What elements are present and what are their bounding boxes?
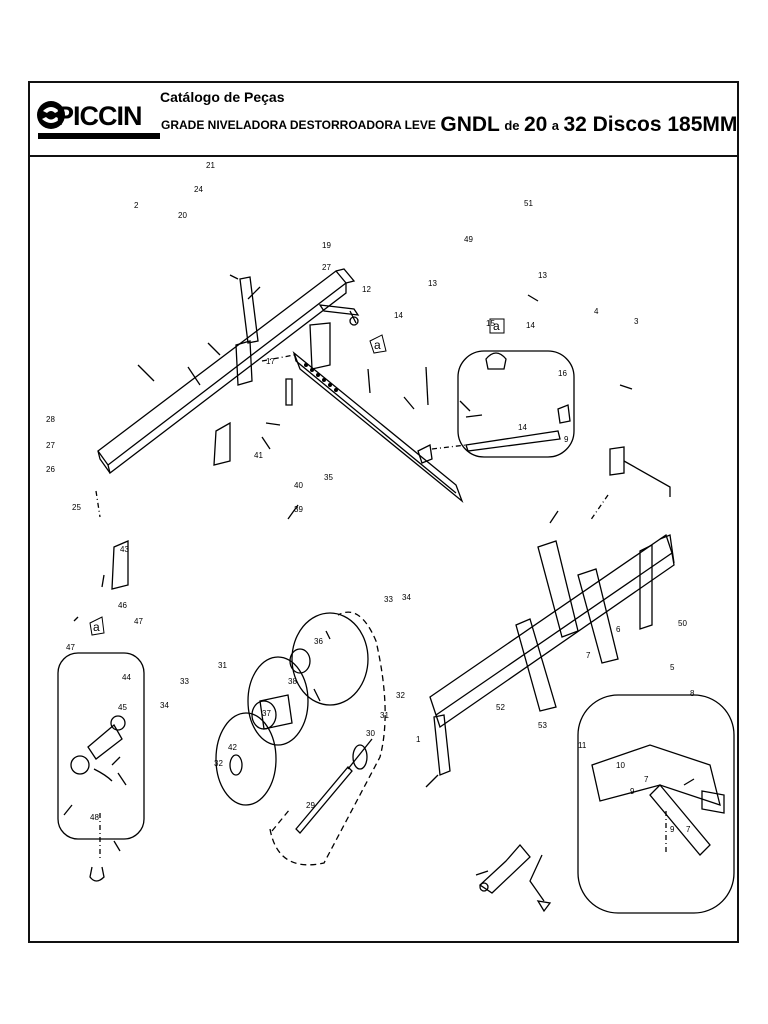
part-label-14: 14: [518, 423, 527, 432]
part-label-21: 21: [206, 161, 215, 170]
bar-12: [292, 350, 464, 504]
disc-35: [291, 612, 369, 706]
part-label-2: 2: [134, 201, 139, 210]
part-label-9: 9: [630, 787, 635, 796]
part-label-34: 34: [402, 593, 411, 602]
part-label-34: 34: [160, 701, 169, 710]
part-label-20: 20: [178, 211, 187, 220]
part-label-6: 6: [616, 625, 621, 634]
part-label-8: 8: [690, 689, 695, 698]
part-label-10: 10: [616, 761, 625, 770]
part-label-47: 47: [134, 617, 143, 626]
word-de: de: [504, 118, 520, 133]
svg-text:a: a: [493, 319, 500, 333]
catalog-header: PICCIN Catálogo de Peças GRADE NIVELADOR…: [30, 83, 737, 157]
part-label-26: 26: [46, 465, 55, 474]
part-label-35: 35: [324, 473, 333, 482]
part-label-29: 29: [306, 801, 315, 810]
part-label-9: 9: [670, 825, 675, 834]
part-label-3: 3: [634, 317, 639, 326]
part-label-4: 4: [594, 307, 599, 316]
part-label-47: 47: [66, 643, 75, 652]
word-a: a: [551, 118, 559, 133]
part-label-36: 36: [314, 637, 323, 646]
part-label-49: 49: [464, 235, 473, 244]
part-label-24: 24: [194, 185, 203, 194]
part-label-13: 13: [538, 271, 547, 280]
part-label-31: 31: [380, 711, 389, 720]
part-label-39: 39: [294, 505, 303, 514]
part-label-32: 32: [214, 759, 223, 768]
part-label-40: 40: [294, 481, 303, 490]
part-label-7: 7: [644, 775, 649, 784]
detail-marker-badges: a a a: [89, 318, 505, 636]
part-label-38: 38: [288, 677, 297, 686]
part-label-37: 37: [262, 709, 271, 718]
part-label-33: 33: [384, 595, 393, 604]
part-label-32: 32: [396, 691, 405, 700]
part-label-25: 25: [72, 503, 81, 512]
part-label-46: 46: [118, 601, 127, 610]
part-label-42: 42: [228, 743, 237, 752]
piccin-logo: PICCIN: [37, 101, 160, 139]
disc-37: [215, 712, 277, 806]
part-label-9: 9: [564, 435, 569, 444]
part-label-12: 12: [362, 285, 371, 294]
part-label-31: 31: [218, 661, 227, 670]
detail-50: [577, 694, 735, 914]
part-label-28: 28: [46, 415, 55, 424]
detail-43: [57, 652, 145, 840]
part-label-14: 14: [394, 311, 403, 320]
part-label-43: 43: [120, 545, 129, 554]
part-label-5: 5: [670, 663, 675, 672]
part-label-15: 15: [486, 319, 495, 328]
discs-to: 32 Discos 185MM: [563, 113, 738, 136]
part-label-51: 51: [524, 199, 533, 208]
exploded-parts-diagram: a a a 2181919232221242027121314174913141…: [46, 161, 735, 914]
part-label-11: 11: [578, 741, 587, 750]
part-label-44: 44: [122, 673, 131, 682]
part-label-27: 27: [322, 263, 331, 272]
part-label-33: 33: [180, 677, 189, 686]
catalog-title: Catálogo de Peças: [160, 89, 285, 105]
part-label-48: 48: [90, 813, 99, 822]
product-title: GRADE NIVELADORA DESTORROADORA LEVE GNDL…: [161, 113, 737, 137]
discs-from: 20: [523, 113, 548, 136]
axle-29: [295, 766, 353, 834]
part-label-7: 7: [586, 651, 591, 660]
frame-bar-2: [97, 270, 347, 466]
logo-wordmark: PICCIN: [56, 101, 142, 131]
part-label-50: 50: [678, 619, 687, 628]
svg-text:a: a: [93, 620, 100, 634]
part-label-41: 41: [254, 451, 263, 460]
part-number-labels: 2181919232221242027121314174913141516514…: [46, 161, 695, 834]
catalog-sheet: PICCIN Catálogo de Peças GRADE NIVELADOR…: [28, 81, 739, 943]
model-code: GNDL: [440, 113, 500, 136]
part-label-19: 19: [322, 241, 331, 250]
detail-49: [457, 350, 575, 458]
part-label-14: 14: [526, 321, 535, 330]
part-label-13: 13: [428, 279, 437, 288]
svg-text:a: a: [374, 338, 381, 352]
part-label-1: 1: [416, 735, 421, 744]
part-label-27: 27: [46, 441, 55, 450]
part-label-53: 53: [538, 721, 547, 730]
part-label-45: 45: [118, 703, 127, 712]
part-label-7: 7: [686, 825, 691, 834]
part-label-17: 17: [266, 357, 275, 366]
part-label-30: 30: [366, 729, 375, 738]
product-name: GRADE NIVELADORA DESTORROADORA LEVE: [161, 118, 436, 132]
part-label-16: 16: [558, 369, 567, 378]
part-label-52: 52: [496, 703, 505, 712]
